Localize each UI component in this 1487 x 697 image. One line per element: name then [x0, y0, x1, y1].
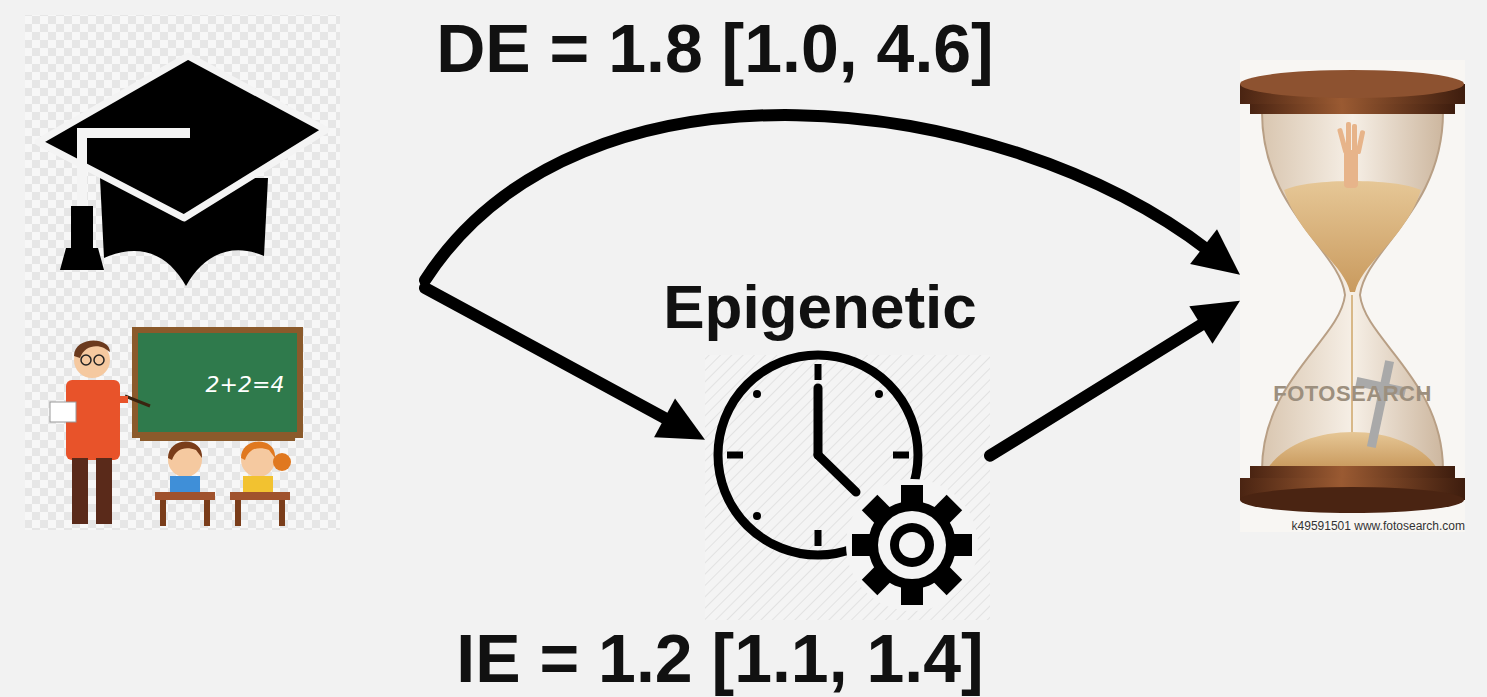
classroom-picture: [50, 330, 300, 526]
epigenetic-clock-icon: [705, 355, 990, 620]
image-credit: k49591501 www.fotosearch.com: [1292, 519, 1465, 533]
arrow-connector: [425, 288, 705, 440]
node-heading: Epigenetic: [663, 273, 977, 341]
hourglass-node: FOTOSEARCH k49591501 www.fotosearch.com: [1240, 60, 1465, 532]
arrow-head: [1189, 301, 1240, 344]
hourglass-picture: [1240, 60, 1465, 532]
hand-symbol: [1337, 122, 1365, 188]
clock-node: Epigenetic: [705, 355, 990, 620]
text-holder: k49591501 www.fotosearch.com: [1240, 516, 1465, 534]
text-holder: 2+2=4: [175, 373, 315, 397]
arrow-head: [1190, 229, 1240, 275]
education-illustration: [25, 15, 340, 530]
text-holder: FOTOSEARCH: [1240, 382, 1465, 406]
chalkboard-text: 2+2=4: [206, 373, 285, 397]
text-holder: Epigenetic: [575, 273, 1065, 341]
arrow-head: [654, 399, 705, 440]
graduation-cap: [38, 56, 326, 286]
text-holder: DE = 1.8 [1.0, 4.6]: [405, 14, 1025, 82]
text-holder: IE = 1.2 [1.1, 1.4]: [410, 624, 1030, 692]
connector-line: [425, 115, 1209, 280]
connector-line: [990, 321, 1207, 455]
connector-line: [425, 288, 671, 421]
direct-effect-label: DE = 1.8 [1.0, 4.6]: [436, 14, 994, 82]
arrow-connector: [425, 115, 1240, 280]
education-node: 2+2=4: [25, 15, 425, 530]
watermark-text: FOTOSEARCH: [1273, 382, 1432, 406]
arrow-connector: [990, 301, 1240, 456]
indirect-effect-label: IE = 1.2 [1.1, 1.4]: [456, 624, 983, 692]
gear-symbol: [852, 485, 972, 605]
